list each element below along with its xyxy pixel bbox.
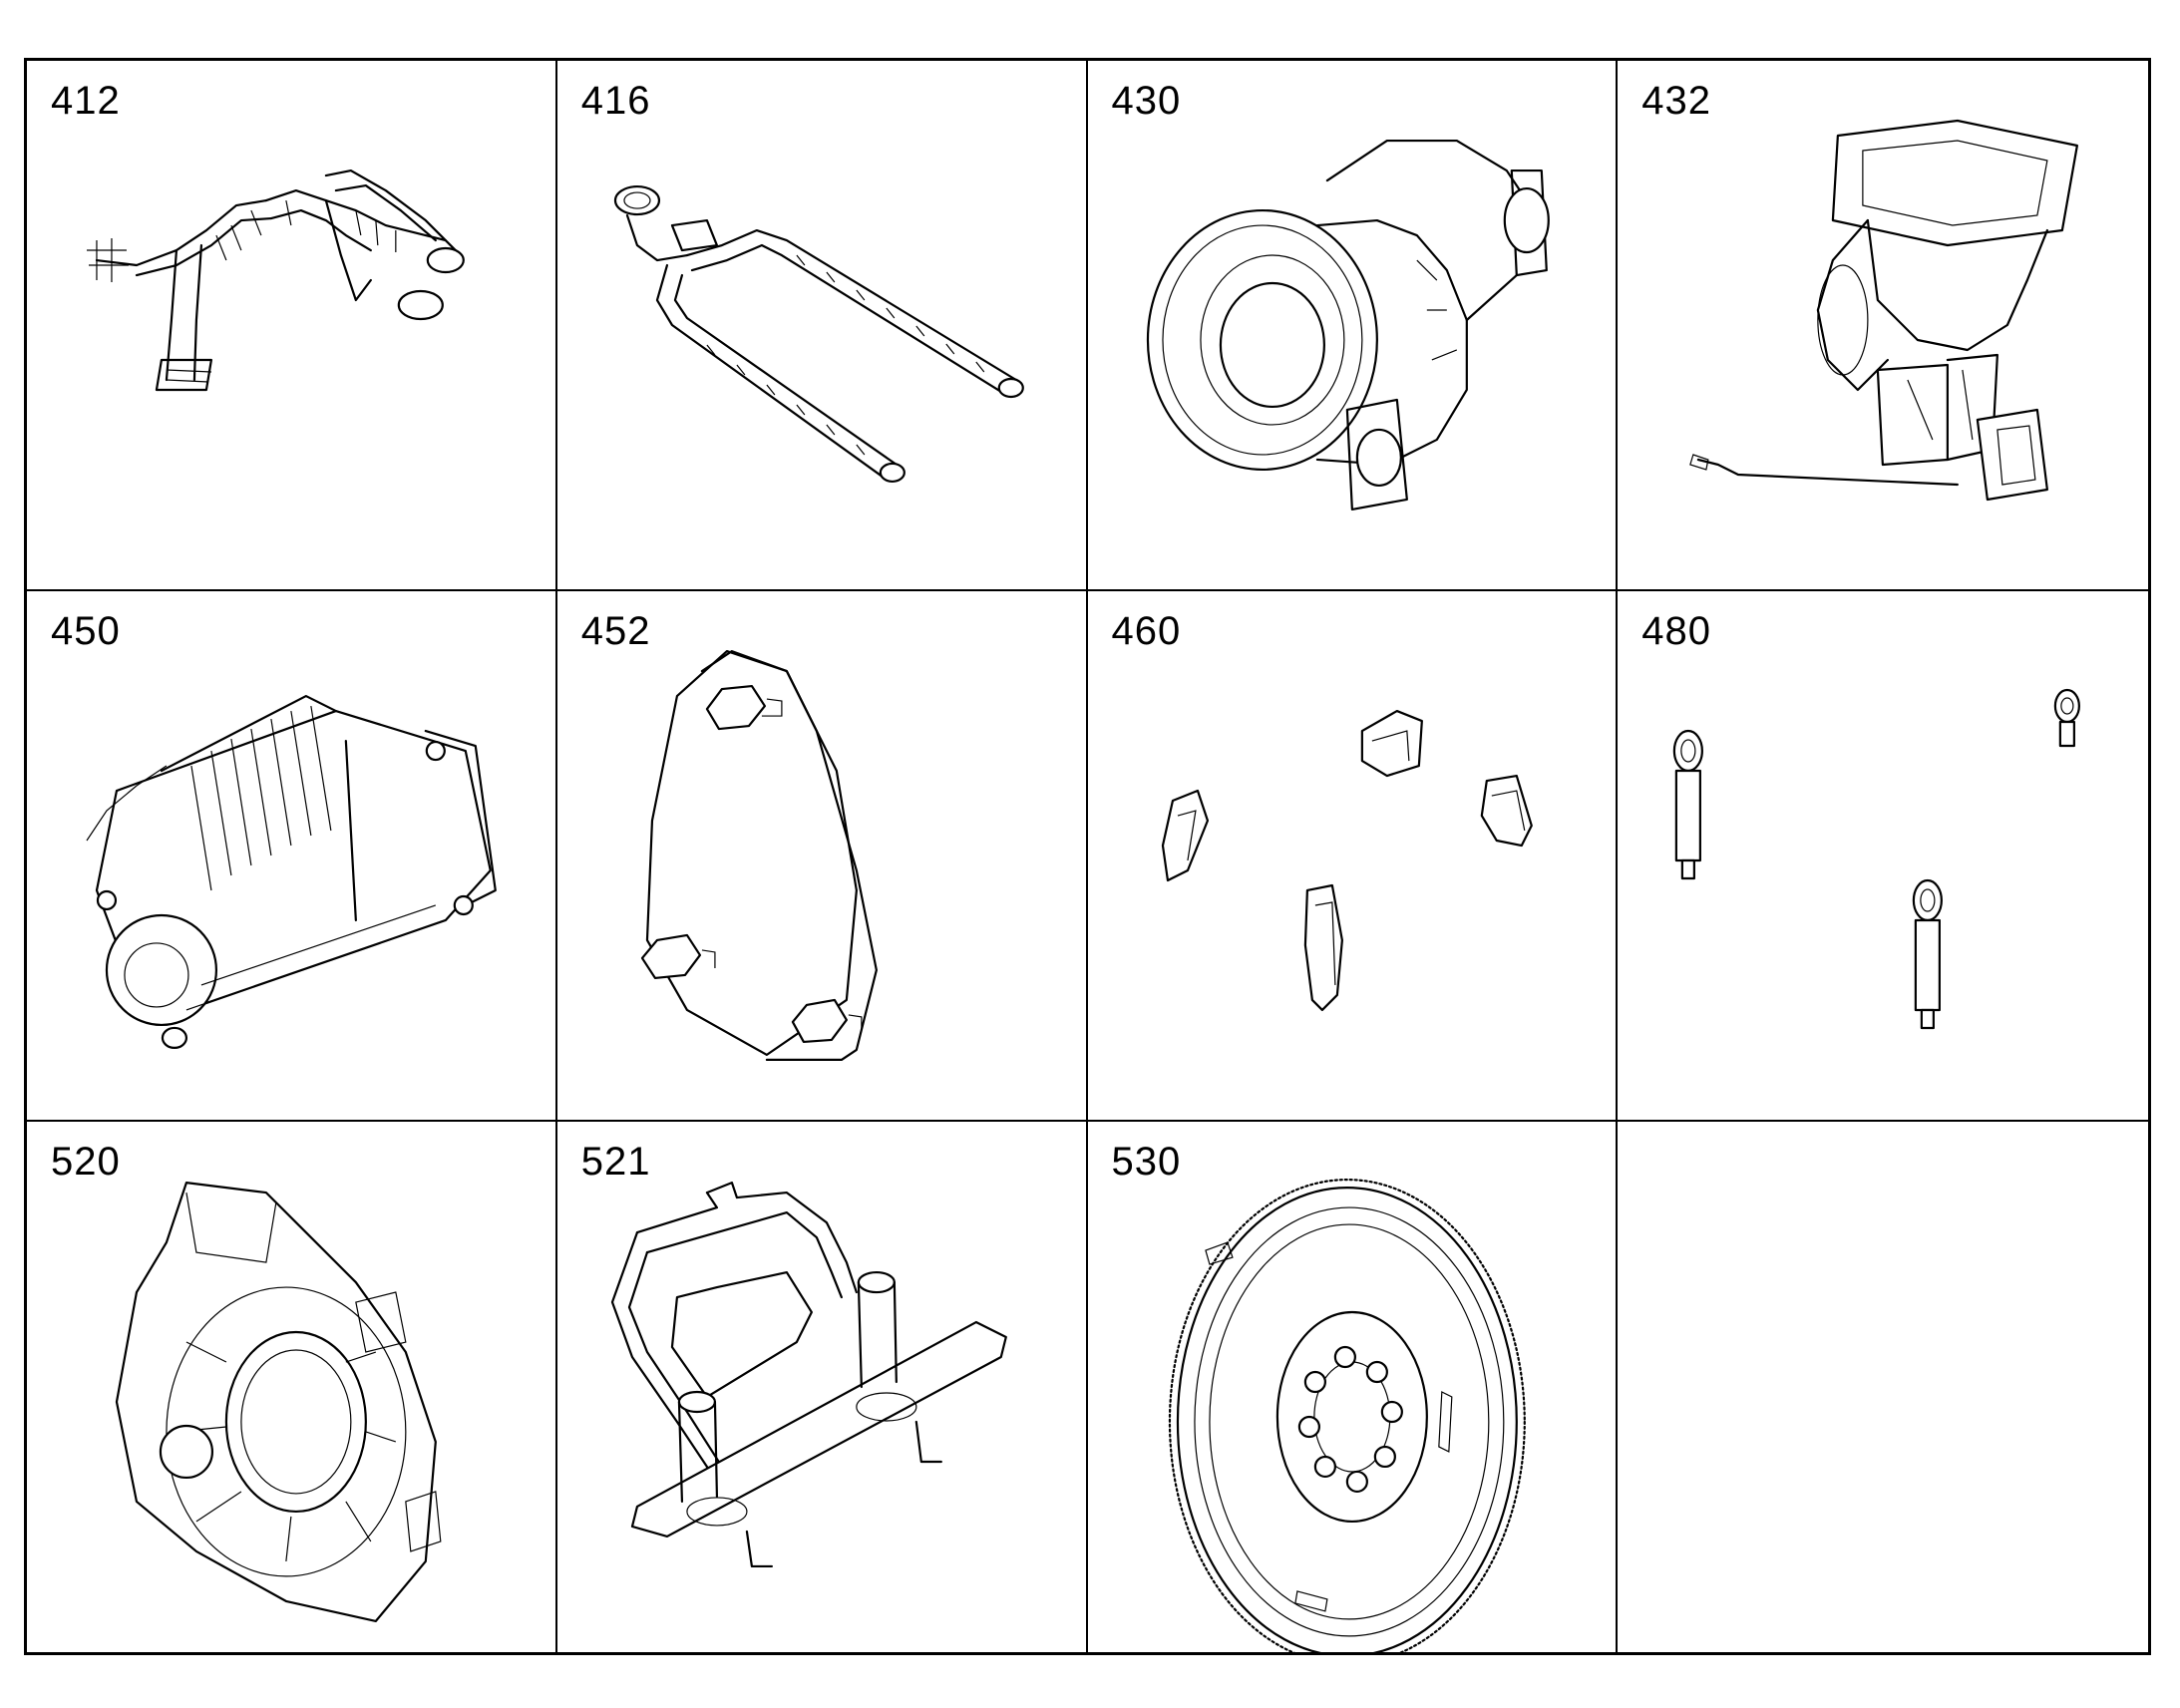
starter-motor-icon [27,591,555,1120]
part-cell-416[interactable]: 416 [556,61,1088,591]
cover-plate-icon [557,591,1086,1120]
part-cell-520[interactable]: 520 [27,1122,557,1652]
part-cell-480[interactable]: 480 [1618,591,2148,1122]
lifting-eyes-icon [1618,591,2148,1120]
part-number: 416 [580,79,651,123]
parts-grid: 412 416 [24,58,2151,1655]
empty-cell [1618,1122,2148,1652]
part-number: 452 [580,609,651,653]
part-number: 412 [51,79,121,123]
part-cell-521[interactable]: 521 [557,1122,1088,1652]
mounting-brackets-icon [1088,591,1617,1120]
part-cell-430[interactable]: 430 [1087,61,1619,591]
part-cell-432[interactable]: 432 [1618,61,2148,591]
part-number: 450 [51,609,121,653]
flywheel-icon [1088,1122,1617,1652]
part-number: 460 [1111,609,1182,653]
fuel-rail-icon [557,61,1086,589]
part-number: 530 [1111,1140,1182,1184]
turbocharger-icon [1088,61,1617,589]
part-number: 480 [1641,609,1711,653]
part-cell-450[interactable]: 450 [27,591,557,1122]
part-cell-452[interactable]: 452 [556,591,1088,1122]
part-number: 430 [1111,79,1182,123]
exhaust-elbow-icon [1618,61,2148,589]
exhaust-pipe-assembly-icon [27,61,555,589]
part-number: 521 [580,1140,651,1184]
part-number: 520 [51,1140,121,1184]
part-cell-460[interactable]: 460 [1087,591,1619,1122]
part-cell-412[interactable]: 412 [27,61,557,591]
part-number: 432 [1641,79,1711,123]
part-cell-530[interactable]: 530 [1088,1122,1619,1652]
lifting-tool-icon [557,1122,1086,1652]
flywheel-housing-icon [27,1122,555,1652]
